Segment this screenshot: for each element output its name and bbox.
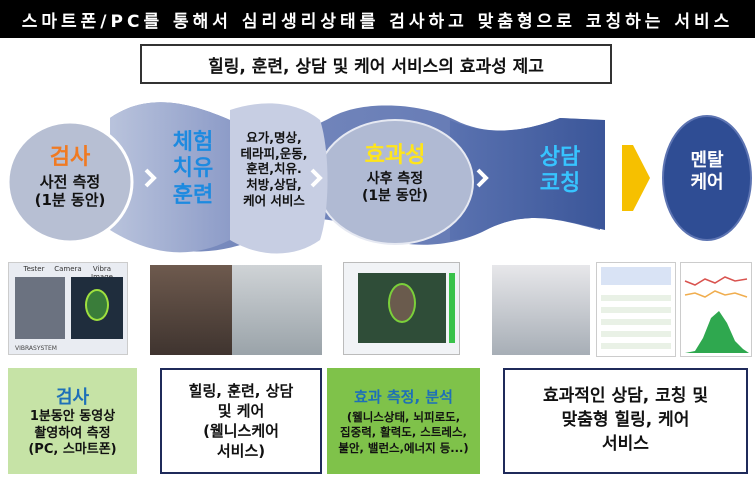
app-tab: Tester [23, 265, 45, 273]
box4-line: 서비스 [602, 433, 649, 454]
step5-circle [662, 115, 752, 241]
step1-line2: (1분 동안) [34, 191, 106, 210]
report-table [601, 289, 671, 349]
top-banner: 스마트폰/PC를 통해서 심리생리상태를 검사하고 맞춤형으로 코칭하는 서비스 [0, 0, 755, 38]
box4-line: 효과적인 상담, 코칭 및 [543, 386, 708, 407]
step4-title2: 코칭 [539, 171, 581, 197]
vibra-image [71, 277, 123, 339]
brand-label: VIBRASYSTEM [15, 345, 57, 352]
step2-list: 요가,명상, 테라피,운동, 훈련,치유. 처방,상담, 케어 서비스 [222, 130, 326, 208]
step2-list-item: 테라피,운동, [240, 145, 308, 161]
box3-line: (웰니스상태, 뇌피로도, [346, 409, 461, 424]
step1-circle [6, 120, 134, 244]
photo-measurement-app: Tester Camera Vibra Image VIBRASYSTEM [8, 262, 128, 355]
step2-list-item: 훈련,치유. [246, 161, 302, 177]
flow-diagram [6, 102, 752, 254]
step2-bubble [230, 103, 328, 254]
person-photo [15, 277, 65, 339]
chevron-right-icon [310, 168, 323, 188]
step1-text: 검사 사전 측정 (1분 동안) [20, 145, 120, 209]
box2-line: (웰니스케어 [203, 422, 279, 440]
photo-analysis-screen [343, 262, 460, 355]
subtitle-box: 힐링, 훈련, 상담 및 케어 서비스의 효과성 제고 [140, 44, 612, 84]
box3-title: 효과 측정, 분석 [354, 387, 453, 406]
box1-line: 촬영하여 측정 [34, 425, 111, 441]
step3-line1: 사후 측정 [366, 171, 424, 188]
step1-title: 검사 [49, 145, 91, 170]
step2-title2: 치유 [172, 156, 214, 182]
area-chart [685, 311, 749, 353]
step4-title1: 상담 [539, 145, 581, 170]
step3-title: 효과성 [364, 143, 426, 168]
line-chart [684, 290, 748, 298]
face-outline [388, 283, 416, 323]
chevron-right-icon [476, 168, 489, 188]
photo-yoga [232, 265, 322, 355]
step1-line1: 사전 측정 [39, 173, 101, 192]
box1-line: 1분동안 동영상 [29, 408, 116, 424]
step5-title1: 멘탈 [690, 150, 724, 171]
arrow-right-icon-shaft [622, 145, 633, 211]
box-healing: 힐링, 훈련, 상담 및 케어 (웰니스케어 서비스) [160, 368, 322, 474]
face-aura [85, 289, 109, 321]
step5-text: 멘탈 케어 [672, 150, 742, 193]
chevron-right-icon [144, 168, 157, 188]
wave-band-left [110, 102, 230, 253]
step2-list-item: 케어 서비스 [243, 192, 305, 208]
mini-charts [684, 276, 749, 353]
analysis-face [358, 273, 446, 343]
box2-line: 서비스) [216, 442, 266, 461]
step2-list-item: 요가,명상, [246, 130, 302, 145]
box4-line: 맞춤형 힐링, 케어 [561, 410, 690, 431]
box3-line: 집중력, 활력도, 스트레스, [340, 425, 467, 440]
box2-line: 및 케어 [217, 401, 265, 420]
step3-text: 효과성 사후 측정 (1분 동안) [335, 143, 455, 205]
wave-band-right [450, 118, 605, 240]
step4-text: 상담 코칭 [520, 145, 600, 198]
box2-line: 힐링, 훈련, 상담 [188, 381, 294, 400]
step2-list-item: 처방,상담, [246, 176, 302, 192]
step5-title2: 케어 [690, 171, 724, 193]
box-test: 검사 1분동안 동영상 촬영하여 측정 (PC, 스마트폰) [8, 368, 137, 474]
box-coaching: 효과적인 상담, 코칭 및 맞춤형 힐링, 케어 서비스 [503, 368, 748, 474]
box1-title: 검사 [55, 386, 90, 408]
level-bar [449, 273, 455, 343]
step2-title1: 체험 [172, 130, 214, 155]
box1-line: (PC, 스마트폰) [28, 442, 117, 458]
report-header [601, 267, 671, 285]
step2-title3: 훈련 [172, 182, 214, 208]
box3-line: 불안, 밸런스,에너지 등...) [338, 440, 469, 455]
photo-workout [150, 265, 232, 355]
step2-text: 체험 치유 훈련 [158, 130, 228, 209]
photo-report [596, 262, 676, 357]
line-chart [684, 276, 748, 286]
photo-counseling [492, 265, 590, 355]
step3-line2: (1분 동안) [361, 188, 429, 205]
app-tab: Camera [54, 265, 82, 273]
box-effect: 효과 측정, 분석 (웰니스상태, 뇌피로도, 집중력, 활력도, 스트레스, … [327, 368, 480, 474]
photo-charts [680, 262, 752, 357]
arrow-right-icon [633, 145, 650, 211]
